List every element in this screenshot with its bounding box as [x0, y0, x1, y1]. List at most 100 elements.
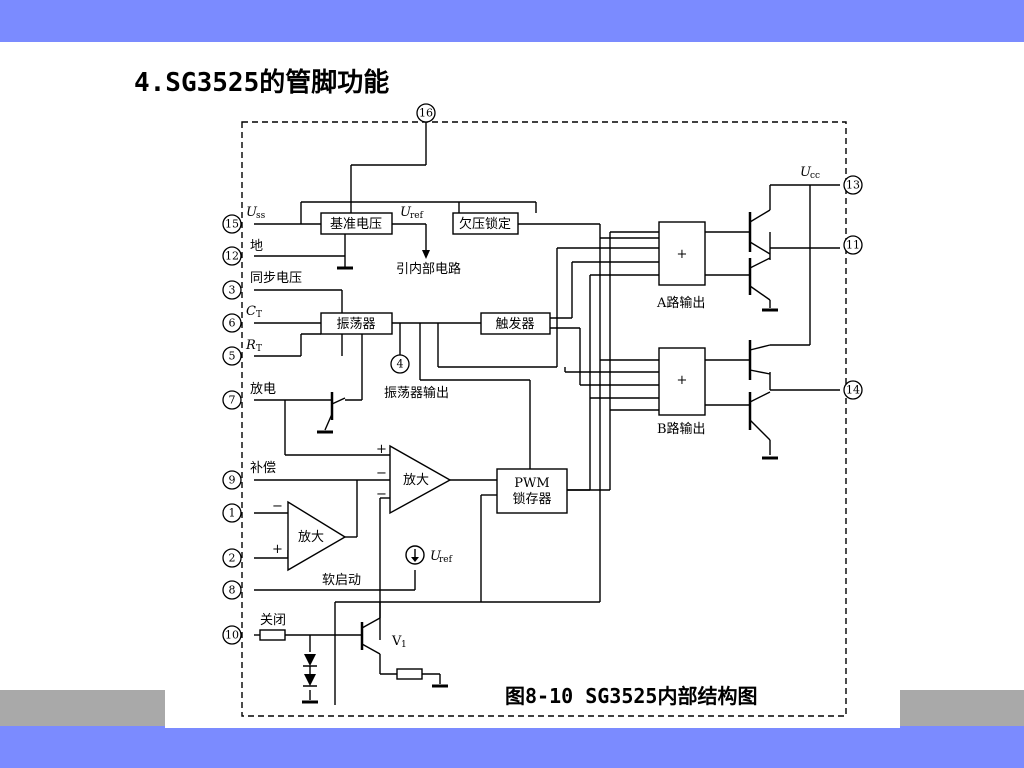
pin7-label: 放电 — [250, 382, 276, 397]
pin-10: 10 — [222, 625, 242, 645]
background-strip-left — [0, 690, 165, 726]
uref-label: U — [400, 205, 412, 220]
a-output-label: A路输出 — [656, 295, 705, 311]
transistor-a-upper — [748, 209, 771, 255]
main-amplifier — [389, 444, 452, 515]
pin8-label: 软启动 — [322, 573, 361, 588]
trigger-block — [480, 312, 551, 335]
pin-12: 12 — [222, 246, 242, 266]
shutdown-wiring — [254, 602, 448, 704]
svg-text:3: 3 — [229, 284, 236, 297]
amp-minus-sign-2: − — [376, 487, 387, 502]
gate-b-label: + — [677, 373, 688, 388]
emitter-resistor — [396, 668, 423, 680]
pin9-label: 补偿 — [250, 461, 276, 476]
svg-text:16: 16 — [419, 107, 433, 120]
svg-text:9: 9 — [229, 474, 236, 487]
pwm-label: PWM — [514, 476, 549, 491]
pin12-label: 地 — [250, 239, 263, 254]
top-band — [0, 0, 1024, 42]
background-strip-right — [900, 690, 1024, 726]
reference-voltage-label: 基准电压 — [330, 217, 382, 232]
oscillator-label: 振荡器 — [336, 317, 375, 332]
discharge-transistor — [285, 392, 346, 434]
svg-text:5: 5 — [229, 350, 236, 363]
output-gate-b — [658, 347, 706, 416]
transistor-a-lower — [748, 257, 771, 301]
err-amp-plus-sign: + — [272, 542, 283, 557]
transistor-b-lower — [748, 391, 771, 441]
pin4-label: 振荡器输出 — [384, 385, 449, 401]
err-amp-minus-sign: − — [272, 499, 283, 514]
uref-source-sub: ref — [439, 555, 453, 565]
diode-stack — [303, 654, 317, 687]
uref-sub: ref — [410, 211, 424, 221]
svg-text:6: 6 — [229, 317, 236, 330]
pin-11: 11 — [843, 235, 863, 255]
bottom-band — [0, 726, 1024, 768]
oscillator-wiring — [254, 289, 557, 470]
v1-sub: 1 — [401, 640, 407, 650]
svg-text:11: 11 — [846, 239, 860, 252]
error-amplifier — [287, 500, 347, 572]
ucc-label: U — [800, 165, 812, 180]
shutdown-resistor — [259, 629, 286, 641]
pin-3: 3 — [222, 280, 242, 300]
main-amplifier-label: 放大 — [403, 473, 429, 488]
svg-text:4: 4 — [397, 358, 404, 371]
pin15-sub: ss — [256, 211, 266, 221]
svg-text:1: 1 — [229, 507, 236, 520]
output-stage-wiring — [705, 184, 840, 460]
amp-plus-sign: + — [376, 442, 387, 457]
oscillator-block — [320, 312, 393, 335]
output-gate-a — [658, 221, 706, 286]
pin-5: 5 — [222, 346, 242, 366]
pin-4: 4 — [390, 354, 410, 374]
pin15-label: U — [246, 205, 258, 220]
transistor-b-upper — [748, 340, 771, 380]
trigger-label: 触发器 — [495, 316, 534, 332]
pwm-latch-block — [496, 468, 568, 514]
pin5-sub: T — [256, 344, 262, 354]
pin-14: 14 — [843, 380, 863, 400]
amp-minus-sign-1: − — [376, 466, 387, 481]
pin-7: 7 — [222, 390, 242, 410]
undervoltage-lockout-label: 欠压锁定 — [459, 216, 511, 232]
pin-6: 6 — [222, 313, 242, 333]
pin-9: 9 — [222, 470, 242, 490]
undervoltage-lockout-block — [452, 212, 519, 235]
v1-label: V — [391, 634, 402, 649]
error-amplifier-label: 放大 — [298, 530, 324, 545]
pin6-label: C — [246, 304, 256, 319]
pin6-sub: T — [256, 310, 262, 320]
pin-16: 16 — [416, 103, 436, 123]
diagram-panel — [165, 688, 900, 728]
latch-label: 锁存器 — [512, 491, 551, 507]
reference-voltage-block — [320, 212, 393, 235]
svg-text:10: 10 — [225, 629, 239, 642]
pin3-label: 同步电压 — [250, 271, 302, 286]
pin-13: 13 — [843, 175, 863, 195]
gate-input-wiring — [550, 231, 659, 490]
internal-circuit-label: 引内部电路 — [396, 261, 461, 277]
svg-text:8: 8 — [229, 584, 236, 597]
b-output-label: B路输出 — [657, 421, 706, 437]
pin-15: 15 — [222, 214, 242, 234]
svg-text:15: 15 — [225, 218, 239, 231]
svg-text:12: 12 — [225, 250, 239, 263]
svg-text:7: 7 — [229, 394, 236, 407]
svg-text:2: 2 — [229, 552, 236, 565]
pin-2: 2 — [222, 548, 242, 568]
amplifier-wiring — [254, 479, 600, 705]
chip-boundary — [241, 121, 847, 717]
uref-source-label: U — [430, 549, 442, 564]
figure-caption: 图8-10 SG3525内部结构图 — [505, 684, 757, 708]
pin-1: 1 — [222, 503, 242, 523]
svg-text:14: 14 — [846, 384, 860, 397]
pin-8: 8 — [222, 580, 242, 600]
pin5-label: R — [245, 338, 256, 353]
pin10-label: 关闭 — [260, 613, 286, 628]
svg-text:13: 13 — [846, 179, 860, 192]
reference-wiring — [254, 122, 601, 602]
